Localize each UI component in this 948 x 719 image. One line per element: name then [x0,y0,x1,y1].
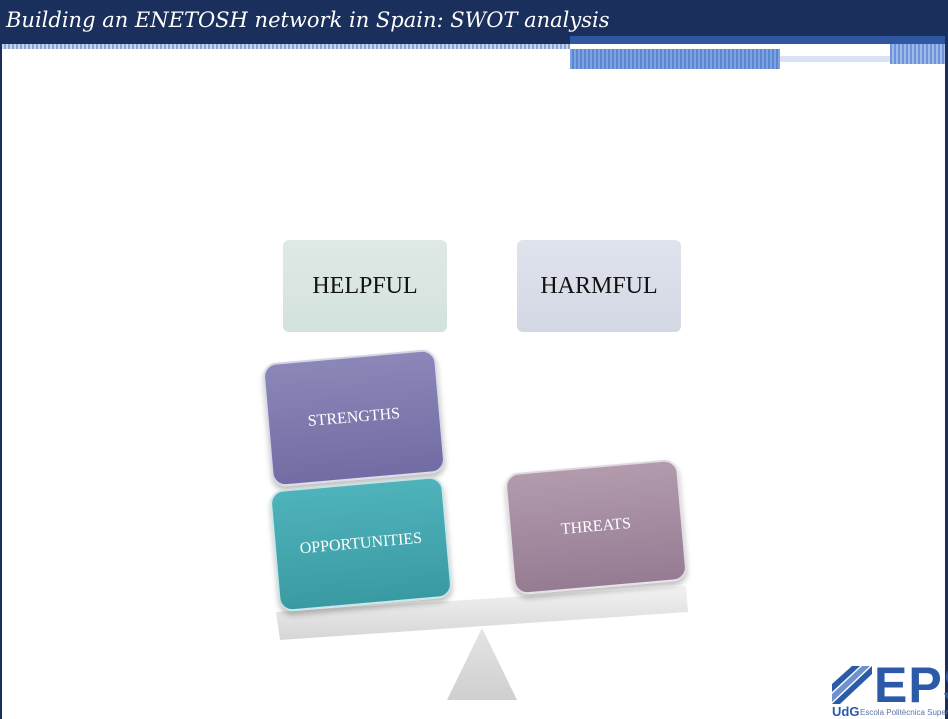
opportunities-tile: OPPORTUNITIES [269,475,453,613]
eps-logo: EPS UdG Escola Politècnica Superior [830,657,948,719]
eps-logo-mark-icon [832,666,872,704]
strengths-tile: STRENGTHS [261,348,447,488]
slide-header: Building an ENETOSH network in Spain: SW… [0,0,948,44]
slide-border-left [0,44,2,719]
header-stripe [0,44,570,49]
udg-logo-text: UdG [832,704,860,719]
header-stripe [570,49,780,69]
header-stripe [570,36,948,44]
eps-logo-text: EPS [874,657,948,713]
slide-border-right [945,0,948,719]
slide-title: Building an ENETOSH network in Spain: SW… [6,8,610,32]
scale-beam [276,586,688,640]
eps-logo-subtitle: Escola Politècnica Superior [860,708,948,717]
helpful-column-label: HELPFUL [283,240,447,332]
scale-fulcrum [447,628,517,700]
threats-tile: THREATS [504,458,688,596]
harmful-column-label: HARMFUL [517,240,681,332]
header-stripe [890,44,948,64]
header-stripe [780,56,890,62]
